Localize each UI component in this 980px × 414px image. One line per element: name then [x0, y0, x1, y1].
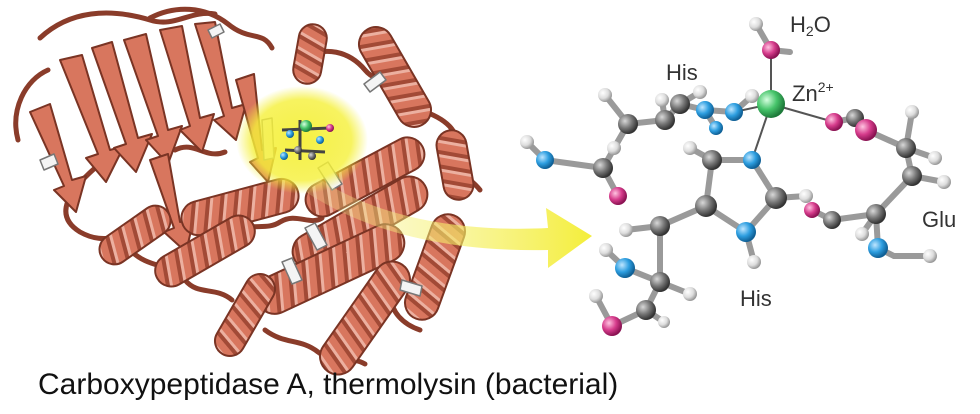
water-label-h: H [790, 12, 806, 37]
zinc-site-model [520, 17, 951, 336]
zinc-label-symbol: Zn [792, 81, 818, 106]
water-label-subscript: 2 [805, 23, 814, 39]
glu-label: Glu [922, 207, 957, 232]
water-label: H2O [790, 12, 831, 39]
carbon-atoms [593, 94, 922, 320]
alpha-helices [98, 23, 475, 376]
figure-caption: Carboxypeptidase A, thermolysin (bacteri… [38, 368, 619, 401]
zoom-arrow [306, 178, 592, 268]
bonds [524, 21, 947, 329]
protein-ribbon-structure [13, 6, 483, 376]
hydrogen-atoms [520, 17, 951, 328]
active-site-highlight [236, 86, 368, 194]
water-label-o: O [813, 12, 831, 37]
zinc-label-charge: 2+ [817, 79, 834, 95]
zinc-label: Zn2+ [792, 80, 834, 105]
zinc-atom [757, 90, 785, 118]
active-site-mini-model [280, 120, 334, 160]
his-top-label: His [666, 60, 698, 85]
oxygen-atoms [602, 41, 877, 336]
his-bottom-label: His [740, 286, 772, 311]
nitrogen-atoms [536, 101, 888, 278]
